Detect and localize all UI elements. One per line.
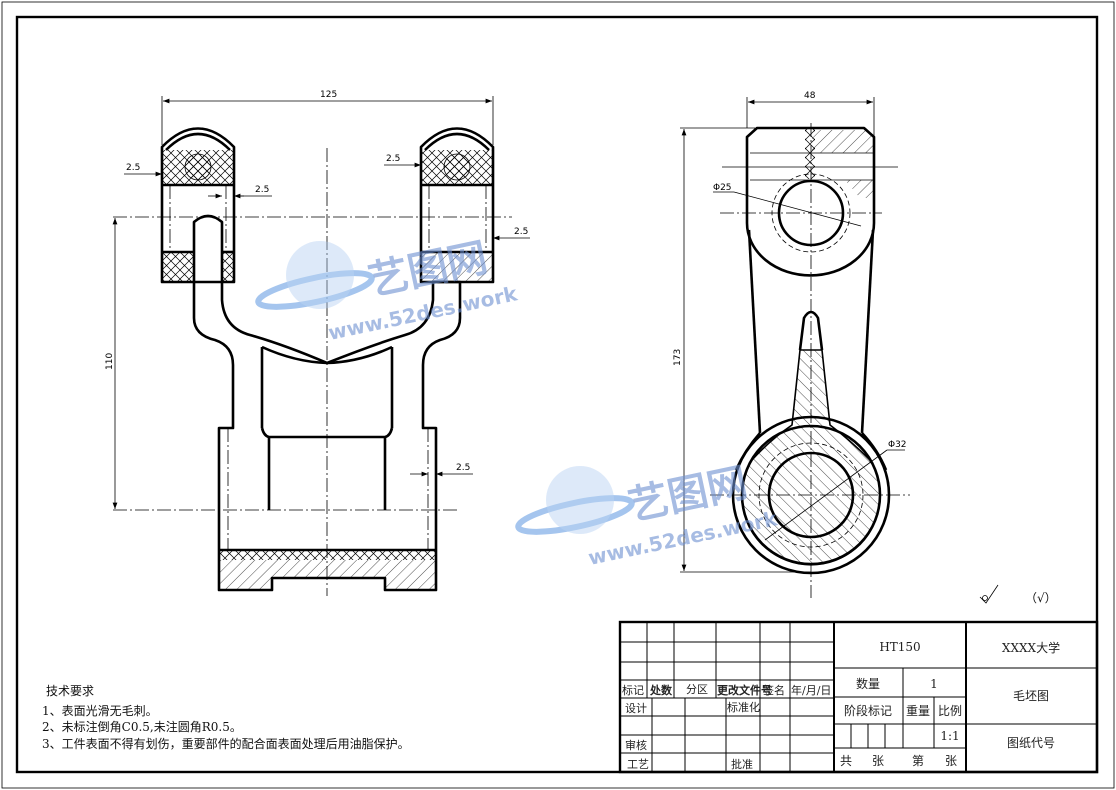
role-design: 设计 [625,702,647,715]
dim-wall: 2.5 [456,463,470,473]
surface-roughness: （√） [979,584,1057,605]
requirement-item: 2、未标注倒角C0.5,未注圆角R0.5。 [42,719,242,734]
dim-small-bore: Φ25 [713,183,732,193]
roughness-note: （√） [1025,591,1057,605]
dim-height: 173 [673,349,683,366]
technical-requirements: 技术要求 1、表面光滑无毛刺。 2、未标注倒角C0.5,未注圆角R0.5。 3、… [42,684,410,751]
header-date: 年/月/日 [791,683,831,697]
scale-label: 比例 [938,704,962,718]
sheets-unit: 张 [945,754,957,768]
material: HT150 [879,640,920,654]
weight-label: 重量 [906,704,930,718]
dim-wall: 2.5 [126,163,140,173]
role-review: 审核 [625,738,647,752]
header-zone: 分区 [686,683,708,696]
front-view: 125 110 2.5 2.5 2.5 2.5 2.5 [105,90,530,596]
dim-wall: 2.5 [514,227,528,237]
header-sign: 签名 [763,683,785,697]
role-approve: 批准 [731,757,753,771]
dim-width: 48 [804,91,816,101]
requirement-item: 3、工件表面不得有划伤，重要部件的配合面表面处理后用油脂保护。 [42,736,410,751]
sheets-unit: 张 [872,754,884,768]
sheet-number: 第 [912,754,924,768]
drawing-number: 图纸代号 [1007,736,1055,750]
requirement-item: 1、表面光滑无毛刺。 [42,704,158,718]
stage-label: 阶段标记 [844,703,892,718]
quantity-label: 数量 [856,676,880,691]
drawing-name: 毛坯图 [1013,689,1049,703]
watermark: 艺图网 www.52des.work 艺图网 www.52des.work [255,235,780,570]
side-view: 48 173 Φ25 Φ32 [673,91,910,598]
role-process: 工艺 [627,758,649,771]
requirements-title: 技术要求 [46,684,94,698]
header-change-doc: 更改文件号 [717,683,772,697]
dim-height: 110 [105,353,115,370]
sheets-total: 共 [840,754,852,768]
drawing-border [15,15,1099,774]
dim-width: 125 [320,90,337,100]
role-standard: 标准化 [727,700,760,714]
quantity-value: 1 [930,677,938,691]
dim-wall: 2.5 [255,185,269,195]
title-block: 标记 处数 分区 更改文件号 签名 年/月/日 设计 标准化 审核 工艺 批准 … [618,620,1099,774]
dim-wall: 2.5 [386,154,400,164]
scale-value: 1:1 [940,729,959,743]
header-count: 处数 [649,683,673,697]
school-name: XXXX大学 [1002,640,1060,655]
header-mark: 标记 [622,683,644,697]
dim-large-bore: Φ32 [888,440,907,450]
